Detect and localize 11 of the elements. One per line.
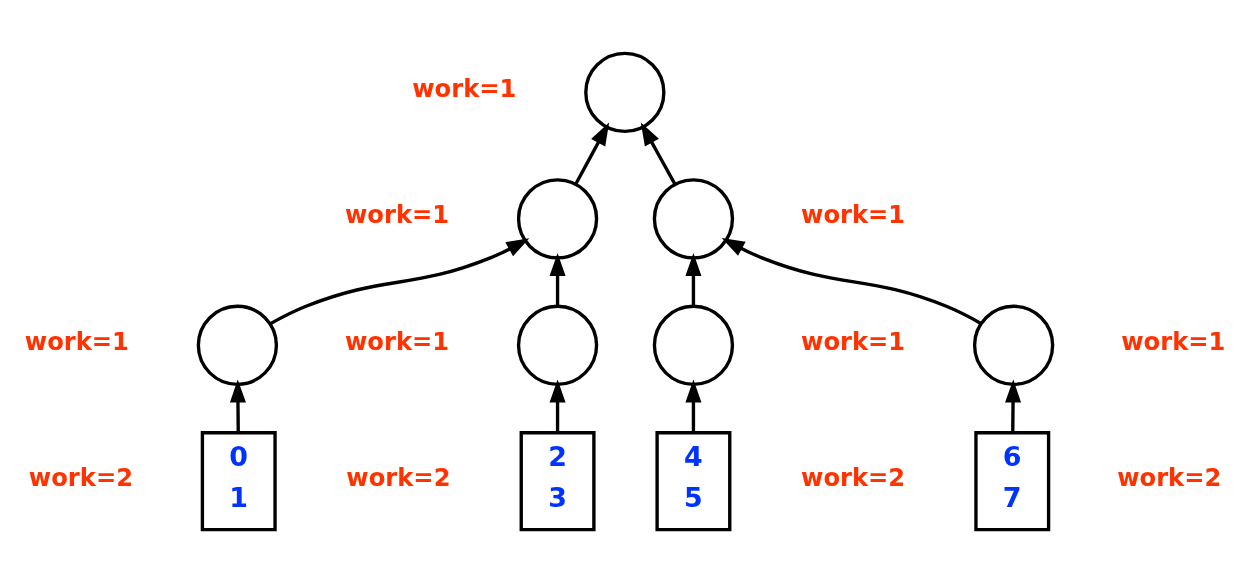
node-label: work=2 (1117, 463, 1222, 492)
node-label: work=2 (346, 463, 451, 492)
node-label: work=1 (801, 327, 906, 356)
node-label: work=1 (801, 200, 906, 229)
node-label: work=1 (1121, 327, 1226, 356)
node-label: work=1 (412, 74, 517, 103)
node-label: work=1 (24, 327, 129, 356)
node-label: work=1 (345, 327, 450, 356)
node-label: work=2 (801, 463, 906, 492)
node-label: work=2 (28, 463, 133, 492)
node-label: work=1 (345, 200, 450, 229)
